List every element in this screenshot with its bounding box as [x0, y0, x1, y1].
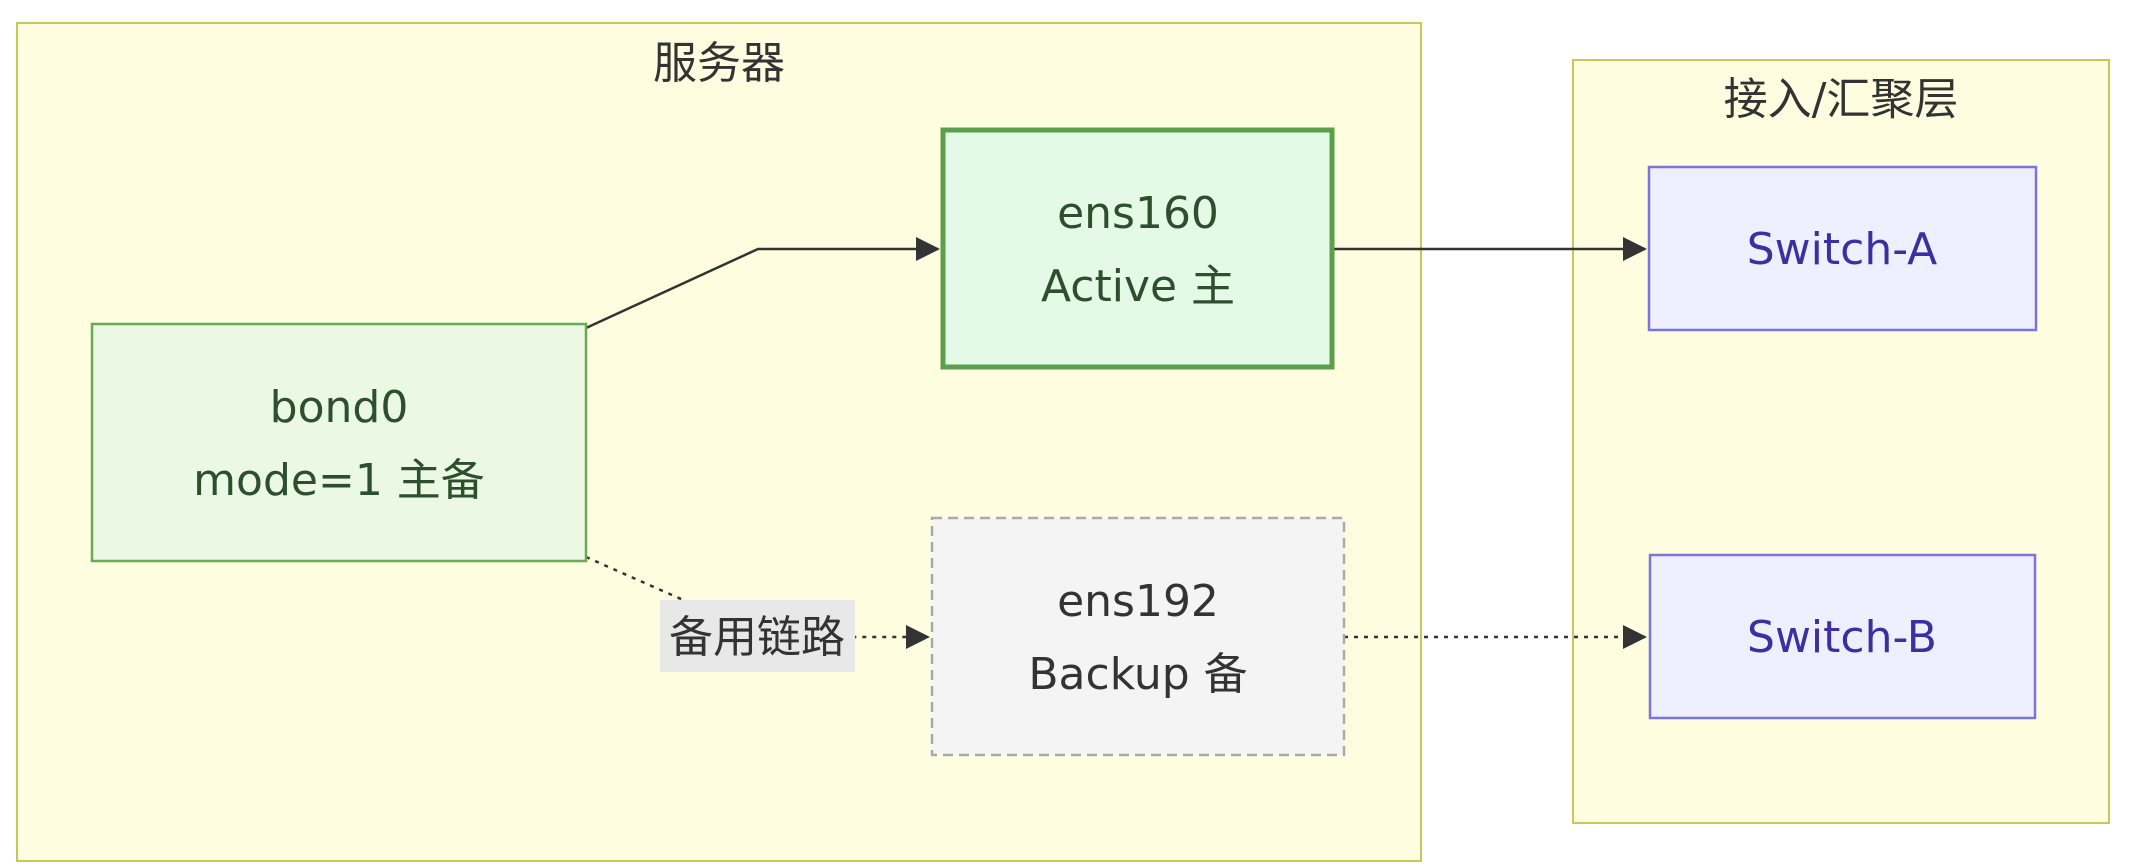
- backup-link-label-bg: [660, 600, 855, 672]
- node-bond0-line2: mode=1 主备: [193, 455, 485, 506]
- edge-bond0-to-ens160: [585, 237, 940, 330]
- access-layer-group-title: 接入/汇聚层: [1724, 74, 1959, 125]
- node-switch-b-label: Switch-B: [1747, 612, 1937, 663]
- node-ens160-box: [940, 127, 1335, 370]
- node-ens192-line1: ens192: [1057, 576, 1219, 627]
- node-bond0-line1: bond0: [270, 382, 409, 433]
- node-switch-a-label: Switch-A: [1747, 224, 1937, 275]
- node-switch-b-box: [1648, 553, 2037, 720]
- node-switch-a-box: [1647, 165, 2038, 332]
- node-bond0: bond0 mode=1 主备: [90, 322, 588, 563]
- node-bond0-box: [90, 322, 588, 563]
- node-ens160: ens160 Active 主: [940, 127, 1335, 370]
- node-switch-b: Switch-B: [1648, 553, 2037, 720]
- node-ens192-line2: Backup 备: [1028, 649, 1247, 700]
- server-group-title: 服务器: [653, 38, 785, 89]
- backup-link-label-text: 备用链路: [669, 612, 845, 663]
- node-switch-a: Switch-A: [1647, 165, 2038, 332]
- node-ens160-line1: ens160: [1057, 188, 1219, 239]
- backup-link-label: 备用链路: [660, 600, 855, 672]
- node-ens192-box: [930, 516, 1346, 757]
- node-ens192: ens192 Backup 备: [930, 516, 1346, 757]
- node-ens160-line2: Active 主: [1041, 261, 1235, 312]
